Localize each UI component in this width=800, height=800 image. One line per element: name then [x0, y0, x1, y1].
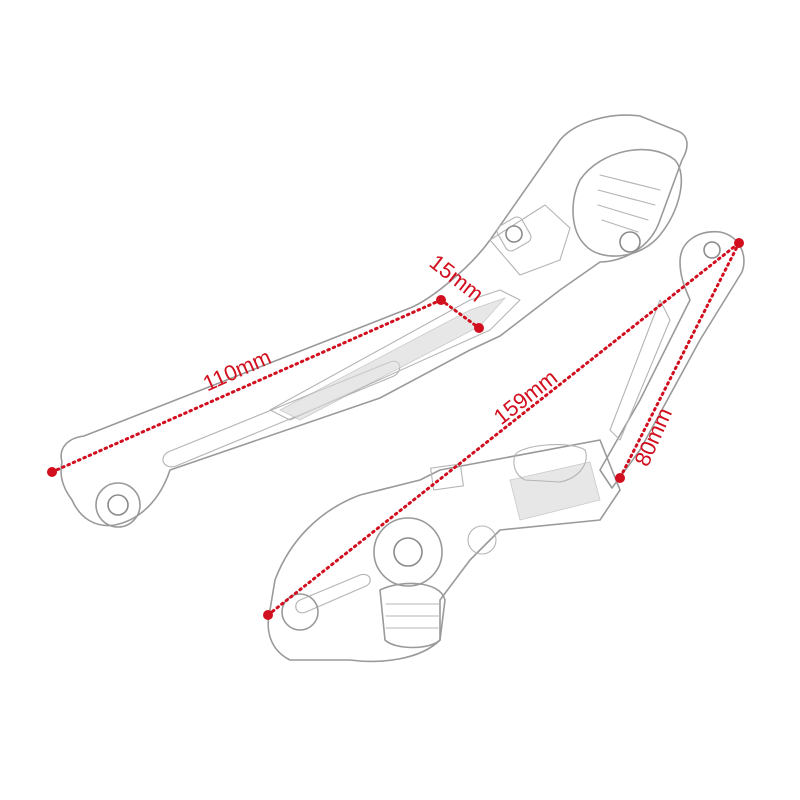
upper-lever-shade: [279, 297, 507, 421]
upper-lever: [60, 114, 688, 528]
lower-lever: [267, 230, 745, 663]
dimension-110-label: 110mm: [199, 344, 275, 396]
dimension-159-line: [266, 241, 741, 617]
upper-lever-adjuster-screw: [619, 231, 641, 253]
lower-lever-adjuster-ring: [373, 517, 443, 587]
dimension-15-line: [439, 298, 481, 330]
dimension-110-line: [50, 298, 443, 474]
dimension-15-label: 15mm: [425, 249, 489, 306]
lower-lever-window: [513, 444, 587, 483]
upper-lever-bolt-plate: [496, 216, 532, 252]
lower-lever-arm: [599, 230, 745, 489]
lower-lever-arm-inner: [609, 299, 671, 441]
lower-lever-shade: [509, 461, 601, 521]
lower-lever-hinge-ridges: [385, 603, 441, 629]
lower-lever-adjuster-screw: [393, 537, 423, 567]
dimension-80: 80mm: [615, 241, 741, 483]
dimension-110: 110mm: [47, 295, 446, 477]
upper-lever-tip-ring: [95, 482, 141, 528]
lower-lever-slot: [295, 573, 371, 614]
upper-lever-rib: [269, 289, 521, 421]
lower-lever-tip-hole: [703, 241, 721, 259]
upper-lever-bolt-hole: [505, 225, 523, 243]
upper-lever-pivot-block: [489, 204, 571, 276]
lower-lever-bolt: [467, 525, 497, 555]
dimension-159-label: 159mm: [489, 365, 562, 430]
dimension-80-end-dot: [615, 473, 625, 483]
upper-lever-adjuster-ridges: [597, 174, 661, 233]
dimension-159-start-dot: [263, 610, 273, 620]
dimension-15-end-dot: [474, 323, 484, 333]
dimension-110-start-dot: [47, 467, 57, 477]
dimension-159: 159mm: [263, 238, 744, 620]
lower-lever-hinge: [379, 582, 446, 649]
upper-lever-tip-hole: [107, 494, 129, 516]
dimension-80-label: 80mm: [629, 404, 677, 470]
lower-lever-tip-ring: [281, 593, 319, 631]
dimension-80-line: [618, 241, 741, 480]
upper-lever-adjuster: [572, 148, 683, 257]
lower-lever-tab: [430, 463, 464, 491]
upper-lever-body: [60, 114, 688, 527]
